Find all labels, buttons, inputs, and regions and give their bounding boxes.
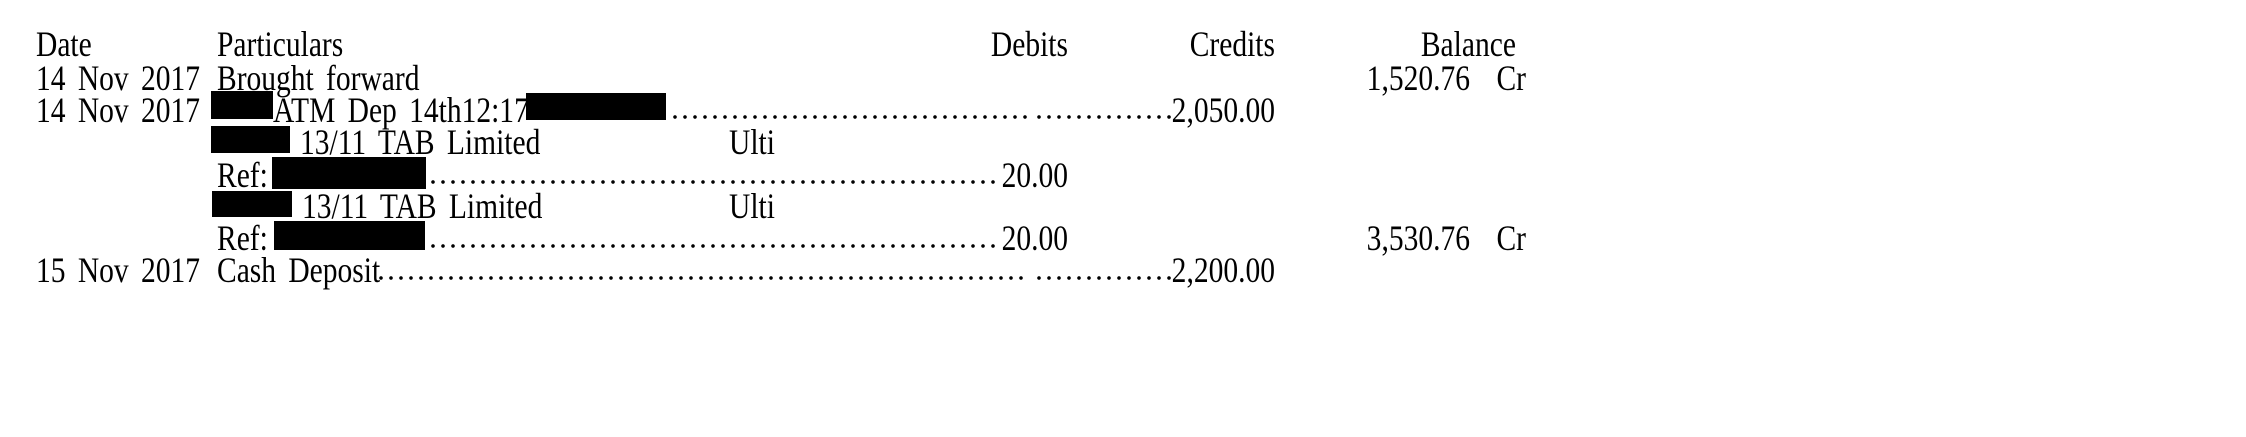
row-balance-suffix: Cr bbox=[1496, 58, 1526, 98]
row-particulars: 13/11 TAB Limited bbox=[300, 122, 541, 162]
row-debit: 20.00 bbox=[1001, 218, 1068, 258]
row-particulars: Cash Deposit bbox=[217, 250, 381, 290]
column-header-particulars: Particulars bbox=[217, 24, 344, 64]
redaction-block bbox=[272, 157, 426, 189]
row-balance-suffix: Cr bbox=[1496, 218, 1526, 258]
dot-leader bbox=[670, 115, 1028, 119]
row-date: 14 Nov 2017 bbox=[36, 90, 200, 130]
dot-leader bbox=[376, 276, 1028, 280]
row-particulars: Brought forward bbox=[217, 58, 420, 98]
redaction-block bbox=[211, 126, 290, 153]
row-credit: 2,200.00 bbox=[1171, 250, 1275, 290]
row-particulars: ATM Dep 14th12:17 bbox=[273, 90, 529, 130]
column-header-date: Date bbox=[36, 24, 92, 64]
row-balance: 3,530.76 bbox=[1366, 218, 1470, 258]
column-header-balance: Balance bbox=[1420, 24, 1516, 64]
row-particulars: Ref: bbox=[217, 218, 268, 258]
dot-leader bbox=[1034, 115, 1176, 119]
row-debit: 20.00 bbox=[1001, 155, 1068, 195]
row-date: 15 Nov 2017 bbox=[36, 250, 200, 290]
dot-leader bbox=[1034, 276, 1176, 280]
row-extra: Ulti bbox=[729, 186, 775, 226]
redaction-block bbox=[211, 91, 273, 119]
row-credit: 2,050.00 bbox=[1171, 90, 1275, 130]
row-date: 14 Nov 2017 bbox=[36, 58, 200, 98]
redaction-block bbox=[274, 221, 425, 250]
row-balance: 1,520.76 bbox=[1366, 58, 1470, 98]
row-particulars: 13/11 TAB Limited bbox=[302, 186, 543, 226]
column-header-debits: Debits bbox=[990, 24, 1068, 64]
column-header-credits: Credits bbox=[1189, 24, 1275, 64]
redaction-block bbox=[212, 191, 292, 217]
row-extra: Ulti bbox=[729, 122, 775, 162]
dot-leader bbox=[428, 180, 998, 184]
redaction-block bbox=[526, 93, 666, 120]
row-particulars: Ref: bbox=[217, 155, 268, 195]
dot-leader bbox=[428, 244, 998, 248]
